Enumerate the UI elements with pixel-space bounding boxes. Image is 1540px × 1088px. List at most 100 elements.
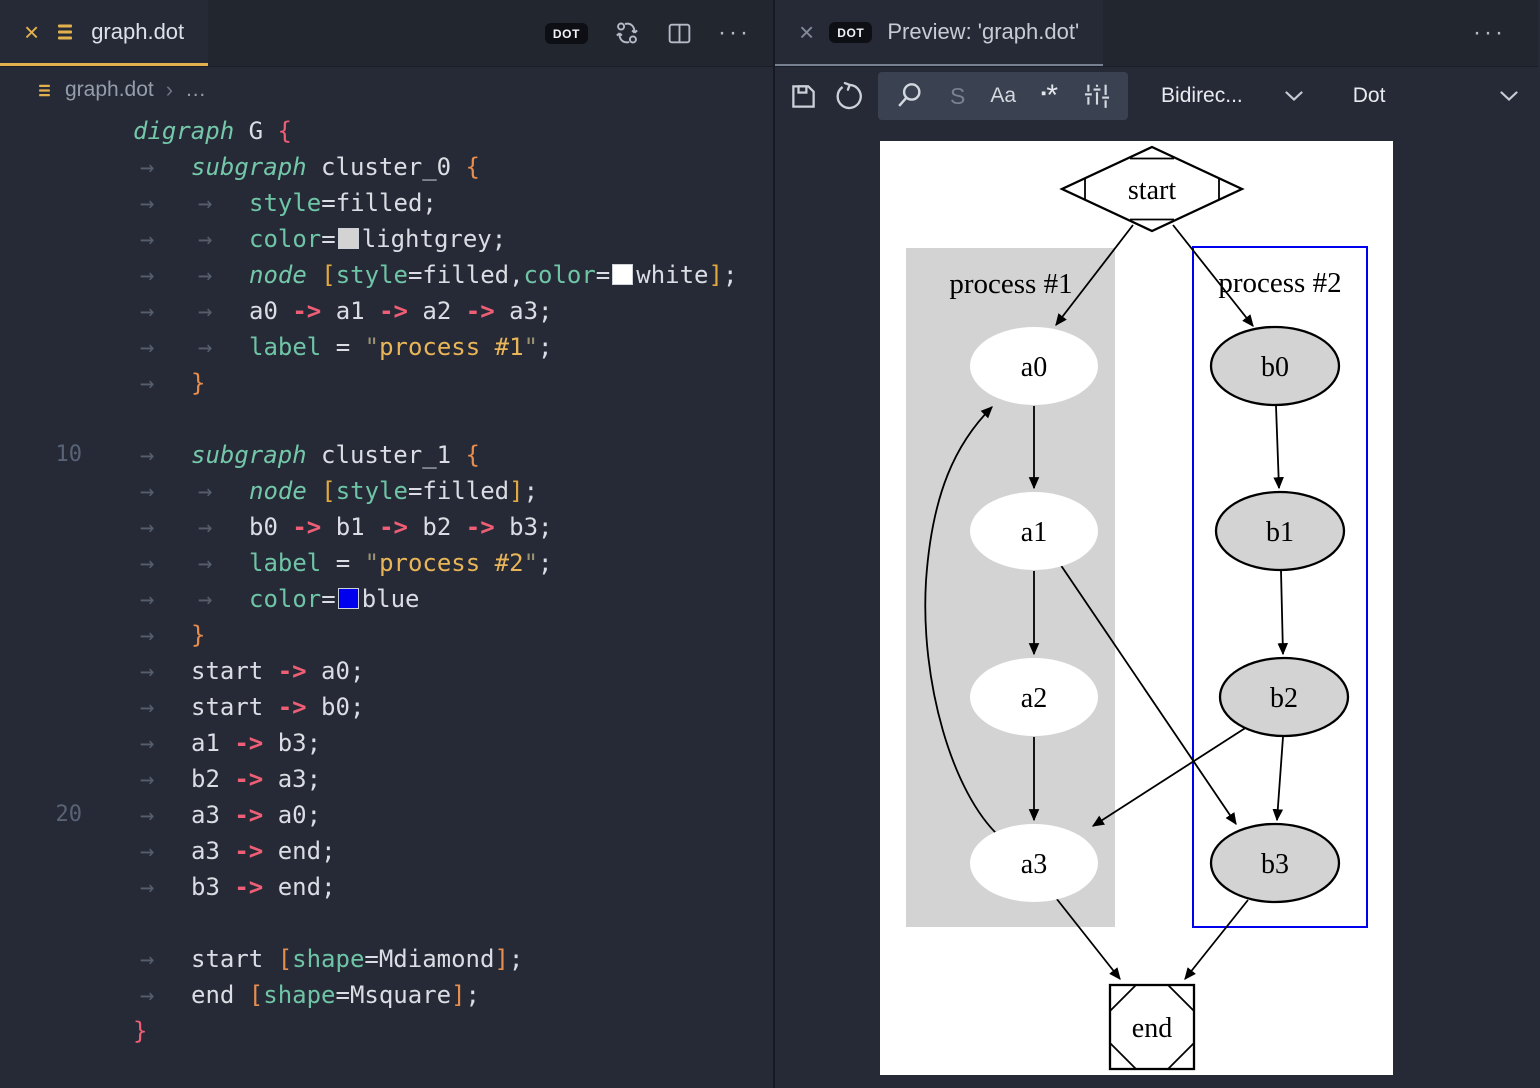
indent-guide-icon: → <box>191 257 249 293</box>
line-number <box>0 725 82 761</box>
indent-guide-icon: → <box>191 473 249 509</box>
indent-guide-icon: → <box>133 653 191 689</box>
node-label-a2: a2 <box>1021 683 1047 714</box>
sliders-icon[interactable] <box>1083 82 1111 110</box>
indent-guide-icon: → <box>191 221 249 257</box>
line-number <box>0 869 82 905</box>
indent-guide-icon: → <box>133 509 191 545</box>
indent-guide-icon: → <box>133 185 191 221</box>
direction-dropdown[interactable]: Bidirec... <box>1161 84 1303 108</box>
close-icon[interactable]: × <box>799 19 814 45</box>
line-number <box>0 653 82 689</box>
node-label-a3: a3 <box>1021 849 1047 880</box>
split-editor-icon[interactable] <box>666 20 693 47</box>
direction-dropdown-value: Bidirec... <box>1161 84 1243 108</box>
code-line[interactable]: } <box>0 1013 773 1049</box>
indent-guide-icon: → <box>133 581 191 617</box>
code-line[interactable]: →b3 -> end; <box>0 869 773 905</box>
color-swatch[interactable] <box>338 588 359 609</box>
editor-tab-actions: DOT ··· <box>545 0 773 66</box>
tab-title: graph.dot <box>91 19 184 45</box>
graphviz-preview-icon[interactable] <box>613 19 641 47</box>
indent-guide-icon: → <box>133 869 191 905</box>
node-label-end: end <box>1132 1013 1172 1044</box>
line-number <box>0 149 82 185</box>
line-number <box>0 113 82 149</box>
indent-guide-icon: → <box>133 149 191 185</box>
code-line[interactable]: →} <box>0 617 773 653</box>
graph-canvas[interactable]: process #1 process #2 <box>880 141 1393 1075</box>
code-line[interactable]: →→b0 -> b1 -> b2 -> b3; <box>0 509 773 545</box>
tab-preview[interactable]: × DOT Preview: 'graph.dot' <box>775 0 1103 66</box>
breadcrumb-file[interactable]: graph.dot <box>65 78 154 102</box>
line-number <box>0 401 82 437</box>
indent-guide-icon: → <box>191 581 249 617</box>
node-label-b2: b2 <box>1270 683 1298 714</box>
code-line[interactable]: →start [shape=Mdiamond]; <box>0 941 773 977</box>
line-number <box>0 329 82 365</box>
editor-pane: × graph.dot DOT <box>0 0 775 1088</box>
code-line[interactable]: →→color=blue <box>0 581 773 617</box>
indent-guide-icon: → <box>133 257 191 293</box>
code-line[interactable]: →→node [style=filled]; <box>0 473 773 509</box>
indent-guide-icon: → <box>133 761 191 797</box>
code-line[interactable]: →→label = "process #2"; <box>0 545 773 581</box>
indent-guide-icon: → <box>133 473 191 509</box>
engine-dropdown[interactable]: Dot <box>1353 84 1522 108</box>
code-line[interactable]: →→style=filled; <box>0 185 773 221</box>
case-toggle[interactable]: Aa <box>990 84 1016 108</box>
regex-icon[interactable]: ▪* <box>1041 79 1058 113</box>
editor-tabbar: × graph.dot DOT <box>0 0 773 67</box>
preview-toolbar: S Aa ▪* Bidirec... Dot <box>775 67 1538 125</box>
code-line[interactable]: →→a0 -> a1 -> a2 -> a3; <box>0 293 773 329</box>
color-swatch[interactable] <box>338 228 359 249</box>
graph-preview[interactable]: process #1 process #2 <box>775 125 1538 1088</box>
code-line[interactable]: →→node [style=filled,color=white]; <box>0 257 773 293</box>
code-line[interactable] <box>0 905 773 941</box>
code-line[interactable]: →a3 -> end; <box>0 833 773 869</box>
indent-guide-icon: → <box>133 833 191 869</box>
close-icon[interactable]: × <box>24 19 39 45</box>
code-line[interactable]: →start -> b0; <box>0 689 773 725</box>
more-actions-icon[interactable]: ··· <box>1473 21 1506 45</box>
s-toggle[interactable]: S <box>950 83 965 110</box>
line-number <box>0 905 82 941</box>
line-number <box>0 617 82 653</box>
code-line[interactable]: →b2 -> a3; <box>0 761 773 797</box>
code-line[interactable]: →start -> a0; <box>0 653 773 689</box>
tab-graph-dot[interactable]: × graph.dot <box>0 0 208 66</box>
node-label-b1: b1 <box>1266 517 1294 548</box>
code-line[interactable]: →subgraph cluster_0 { <box>0 149 773 185</box>
line-number <box>0 365 82 401</box>
indent-guide-icon: → <box>191 185 249 221</box>
indent-guide-icon: → <box>133 617 191 653</box>
more-actions-icon[interactable]: ··· <box>718 21 751 45</box>
save-icon[interactable] <box>788 81 819 112</box>
node-label-start: start <box>1128 175 1176 206</box>
chevron-down-icon <box>1285 84 1303 108</box>
line-number <box>0 185 82 221</box>
code-line[interactable]: →} <box>0 365 773 401</box>
node-label-a0: a0 <box>1021 352 1047 383</box>
code-line[interactable]: 20→a3 -> a0; <box>0 797 773 833</box>
preview-tab-actions: ··· <box>1473 0 1538 66</box>
code-line[interactable] <box>0 401 773 437</box>
dot-language-badge: DOT <box>829 22 872 43</box>
indent-guide-icon: → <box>133 221 191 257</box>
indent-guide-icon: → <box>133 725 191 761</box>
indent-guide-icon: → <box>133 977 191 1013</box>
code-line[interactable]: →→label = "process #1"; <box>0 329 773 365</box>
code-line[interactable]: →→color=lightgrey; <box>0 221 773 257</box>
refresh-icon[interactable] <box>833 81 863 111</box>
breadcrumb-symbol[interactable]: … <box>185 78 206 102</box>
code-line[interactable]: 10→subgraph cluster_1 { <box>0 437 773 473</box>
code-line[interactable]: digraph G { <box>0 113 773 149</box>
code-line[interactable]: →end [shape=Msquare]; <box>0 977 773 1013</box>
breadcrumb[interactable]: graph.dot › … <box>0 67 773 113</box>
color-swatch[interactable] <box>612 264 633 285</box>
zoom-icon[interactable] <box>895 81 925 111</box>
code-line[interactable]: →a1 -> b3; <box>0 725 773 761</box>
line-number <box>0 977 82 1013</box>
code-editor[interactable]: digraph G {→subgraph cluster_0 {→→style=… <box>0 113 773 1049</box>
